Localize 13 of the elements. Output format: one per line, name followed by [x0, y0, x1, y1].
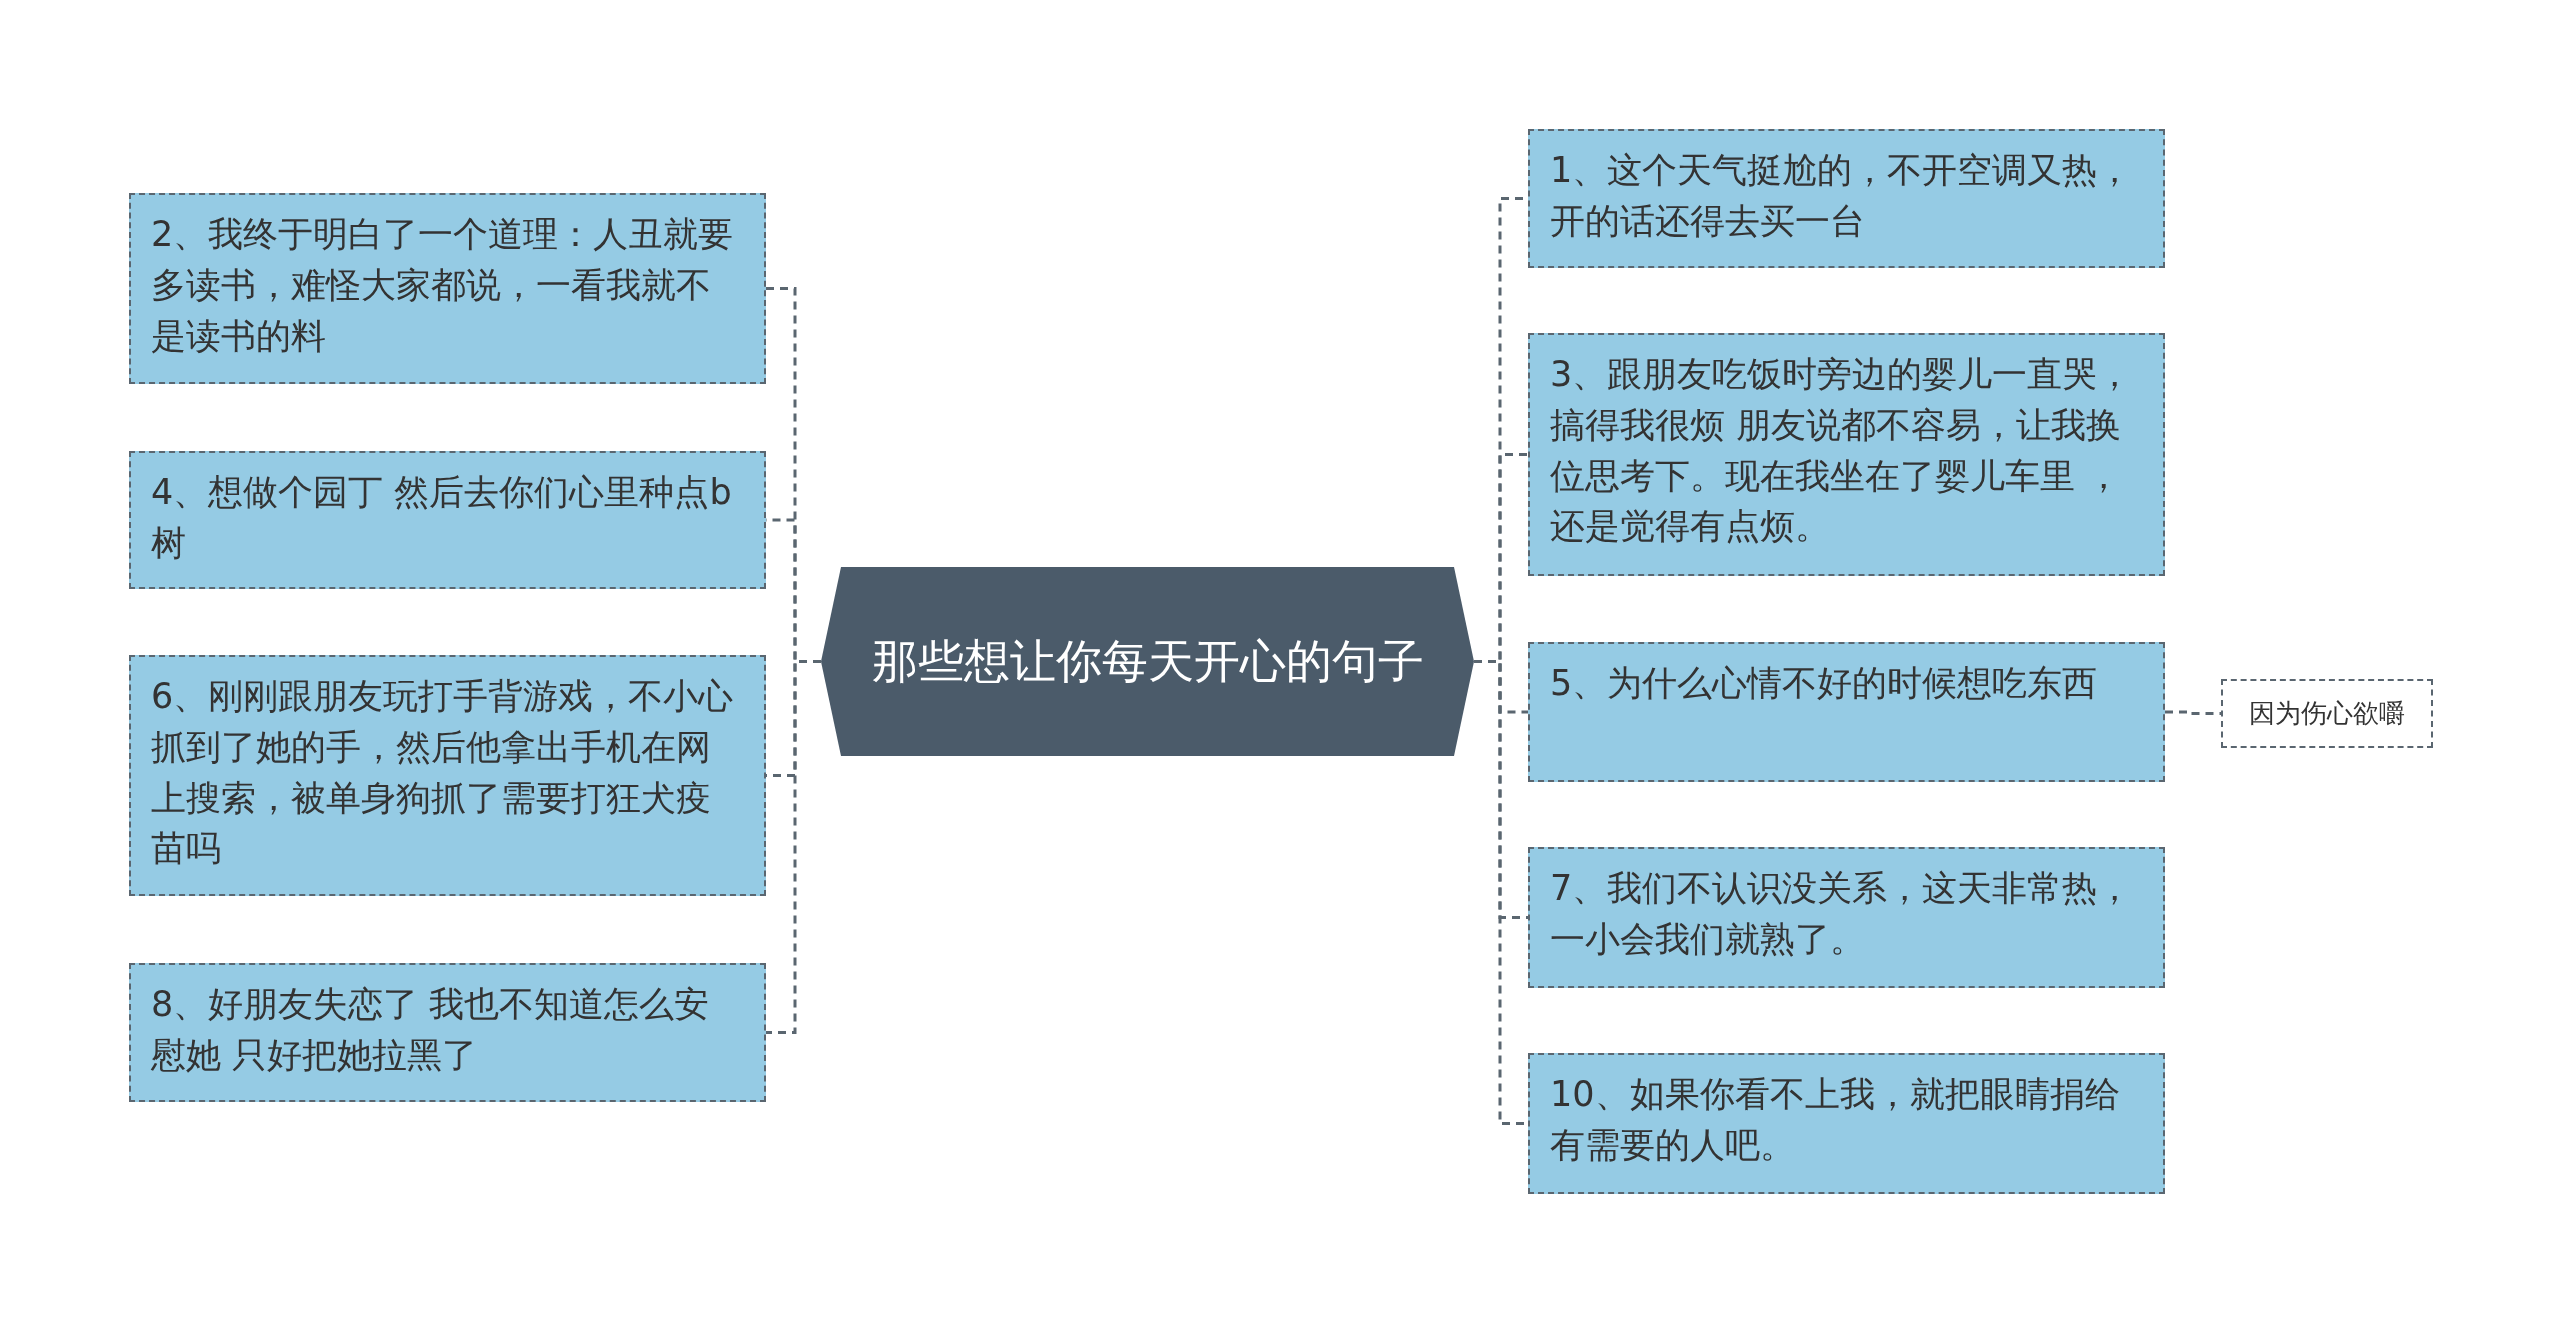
topic-hexagon: 那些想让你每天开心的句子: [821, 567, 1474, 756]
text-box: 5、为什么心情不好的时候想吃东西: [1528, 642, 2165, 782]
connector-line: [766, 660, 821, 1034]
text-box: 6、刚刚跟朋友玩打手背游戏，不小心抓到了她的手，然后他拿出手机在网上搜索，被单身狗抓了需要打狂犬疫苗吗: [129, 655, 766, 896]
connector-line: [2165, 710, 2221, 715]
text-box: 1、这个天气挺尬的，不开空调又热，开的话还得去买一台: [1528, 129, 2165, 268]
text-box: 4、想做个园丁 然后去你们心里种点b树: [129, 451, 766, 589]
note-box: 因为伤心欲嚼: [2221, 679, 2433, 748]
text-box: 2、我终于明白了一个道理：人丑就要多读书，难怪大家都说，一看我就不是读书的料: [129, 193, 766, 384]
text-box: 8、好朋友失恋了 我也不知道怎么安慰她 只好把她拉黑了: [129, 963, 766, 1102]
text-box: 10、如果你看不上我，就把眼睛捐给有需要的人吧。: [1528, 1053, 2165, 1194]
text-box: 3、跟朋友吃饭时旁边的婴儿一直哭，搞得我很烦 朋友说都不容易，让我换位思考下。现在我坐在了婴儿车里 ，还是觉得有点烦。: [1528, 333, 2165, 576]
text-box: 7、我们不认识没关系，这天非常热，一小会我们就熟了。: [1528, 847, 2165, 988]
